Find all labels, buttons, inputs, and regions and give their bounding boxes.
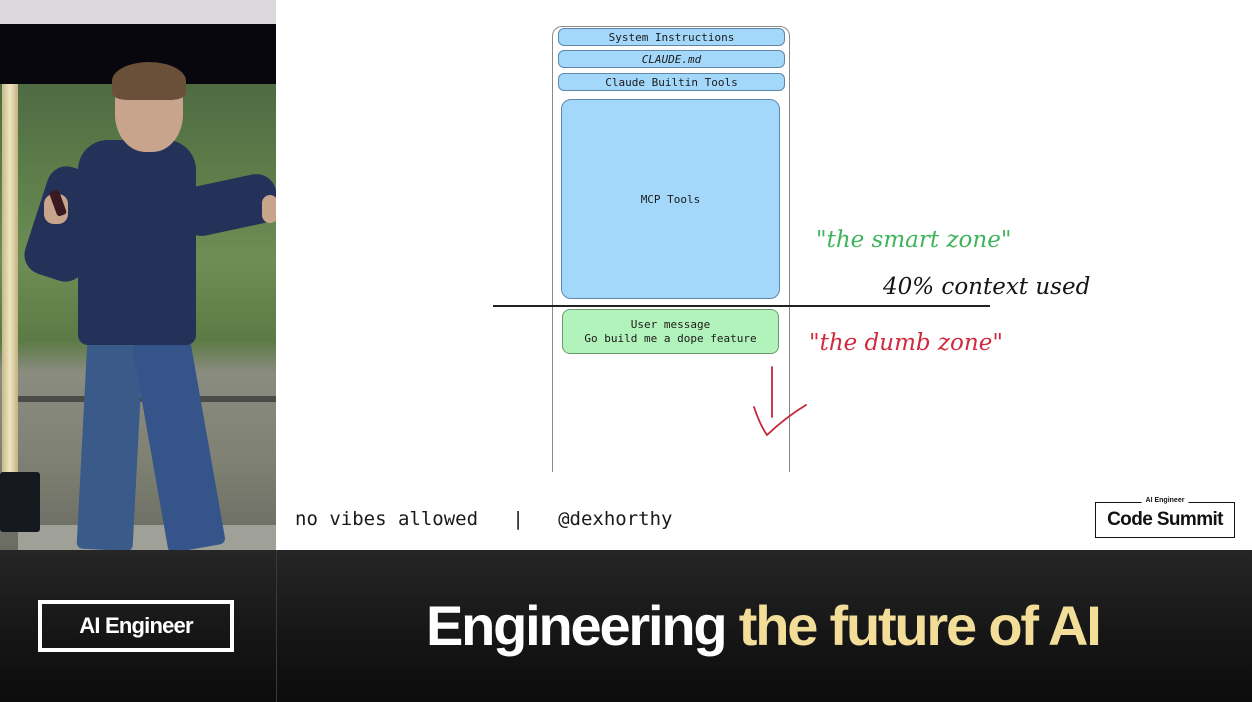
code-summit-logo-top: AI Engineer <box>1141 497 1189 504</box>
user-message-title: User message <box>630 317 711 331</box>
speaker-leg <box>76 336 144 550</box>
speaker-video <box>0 0 276 550</box>
context-window-frame <box>552 26 790 472</box>
tagline-gold: the future of AI <box>738 594 1102 657</box>
dumb-zone-label: "the dumb zone" <box>809 330 1003 356</box>
slide-footer: no vibes allowed | @dexhorthy <box>295 508 673 530</box>
ai-engineer-logo-text: AI Engineer <box>79 613 193 638</box>
tagline-white: Engineering <box>426 594 728 657</box>
speaker-torso <box>78 140 196 345</box>
down-arrow-icon <box>753 366 807 437</box>
stage-pillar <box>2 84 18 474</box>
code-summit-logo-main: Code Summit <box>1107 509 1223 530</box>
slide: System Instructions CLAUDE.md Claude Bui… <box>276 0 1252 550</box>
speaker-hair <box>112 62 186 100</box>
video-top-strip <box>0 0 276 24</box>
block-mcp-tools: MCP Tools <box>561 99 780 299</box>
block-claude-md: CLAUDE.md <box>558 50 785 68</box>
stage-light <box>0 472 40 532</box>
code-summit-logo: AI Engineer Code Summit <box>1095 497 1235 538</box>
context-threshold-line <box>493 305 990 307</box>
lower-third-separator <box>276 550 277 702</box>
block-builtin-tools: Claude Builtin Tools <box>558 73 785 91</box>
smart-zone-label: "the smart zone" <box>816 227 1012 253</box>
ai-engineer-logo: AI Engineer <box>38 600 234 652</box>
speaker-hand <box>262 195 276 223</box>
block-system-instructions: System Instructions <box>558 28 785 46</box>
lower-third-banner <box>0 550 1252 702</box>
block-user-message: User message Go build me a dope feature <box>562 309 779 354</box>
tagline: Engineering the future of AI <box>426 590 1102 662</box>
stage-floor <box>18 525 276 550</box>
context-used-label: 40% context used <box>883 274 1091 300</box>
user-message-body: Go build me a dope feature <box>584 331 757 345</box>
